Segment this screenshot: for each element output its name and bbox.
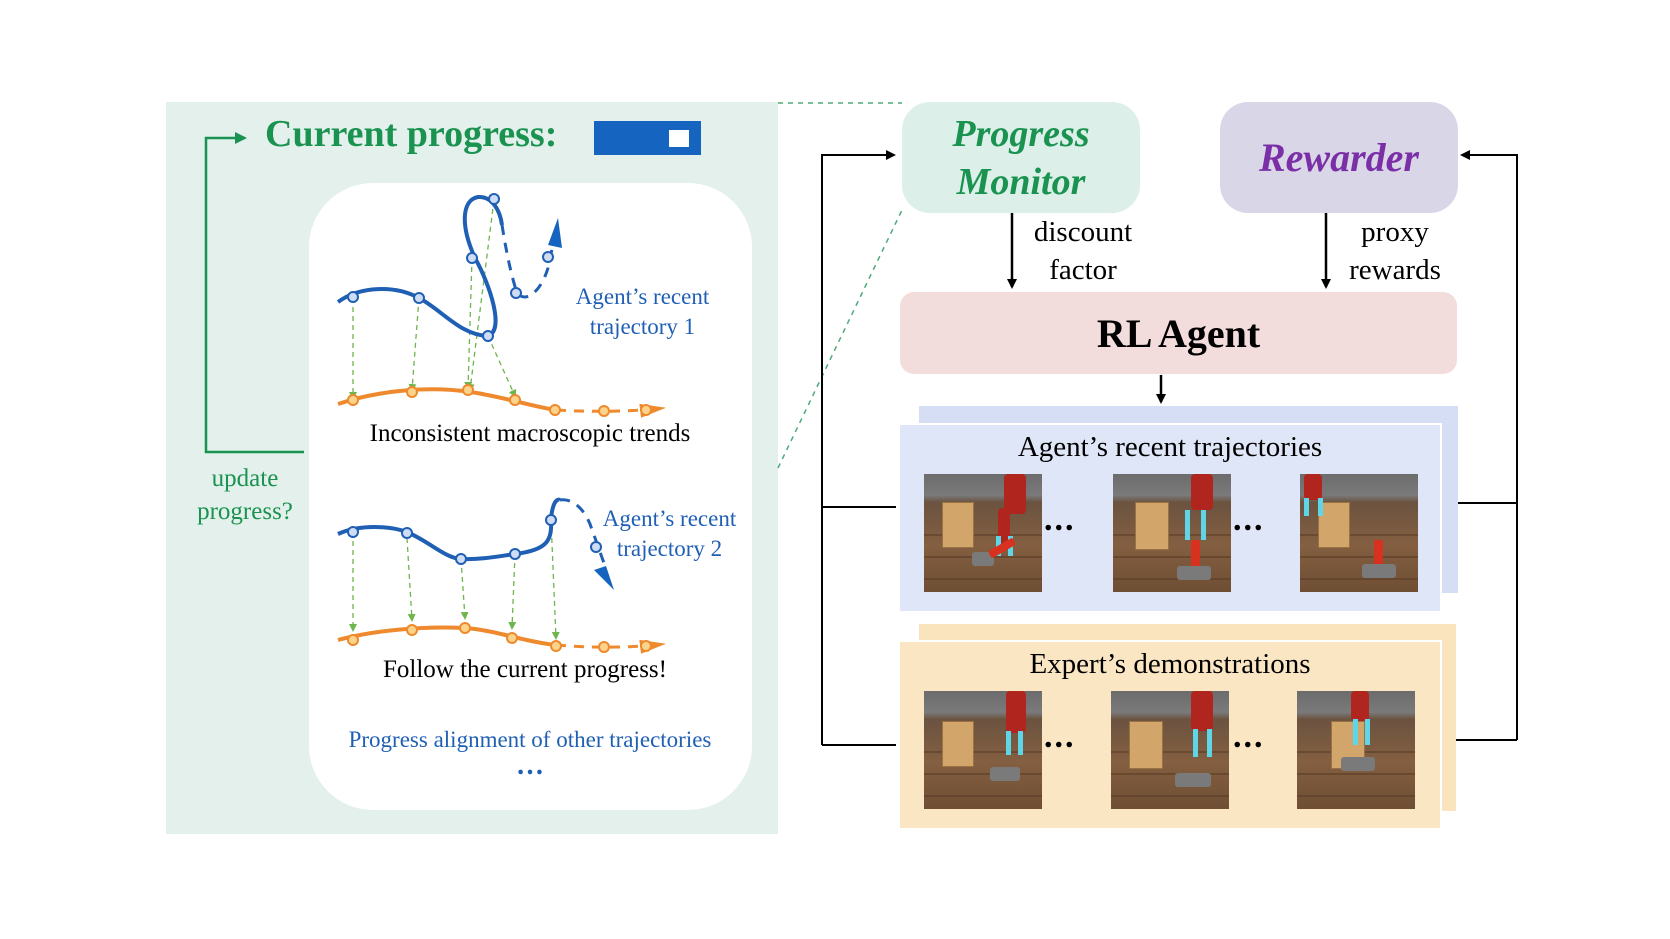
proxy-rewards-label: proxy rewards <box>1349 216 1441 286</box>
current-progress-bar <box>594 121 701 155</box>
trajectory-2-label: Agent’s recent trajectory 2 <box>602 506 737 561</box>
trajectory-2-plot <box>337 497 666 654</box>
progress-knob <box>669 130 689 147</box>
discount-factor-label: discount factor <box>1033 216 1133 286</box>
expert-demonstrations-panel: Expert’s demonstrations ... ... <box>898 640 1442 830</box>
rl-agent-node: RL Agent <box>900 292 1457 374</box>
left-loop-line <box>821 150 896 508</box>
rewarder-node: Rewarder <box>1220 102 1458 213</box>
trajectory-1-plot <box>336 193 666 418</box>
zoom-connector-bottom <box>777 209 903 469</box>
update-progress-label: update progress? <box>197 465 293 525</box>
expert-frame-3 <box>1297 691 1415 809</box>
agent-frame-1 <box>924 474 1042 592</box>
agent-frame-3 <box>1300 474 1418 592</box>
current-progress-title: Current progress: <box>265 113 558 155</box>
expert-dots-1: ... <box>1044 718 1076 755</box>
agent-trajectories-panel: Agent’s recent trajectories ... ... <box>898 423 1442 613</box>
caption-follow: Follow the current progress! <box>383 656 667 683</box>
agent-trajectories-title: Agent’s recent trajectories <box>1017 431 1323 463</box>
alignment-note: Progress alignment of other trajectories <box>348 727 712 752</box>
agent-dots-2: ... <box>1233 501 1265 538</box>
caption-inconsistent: Inconsistent macroscopic trends <box>369 420 691 447</box>
expert-dots-2: ... <box>1233 718 1265 755</box>
trajectory-1-label: Agent’s recent trajectory 1 <box>575 284 710 339</box>
agent-dots-1: ... <box>1044 501 1076 538</box>
agent-frame-2 <box>1113 474 1231 592</box>
expert-frame-1 <box>924 691 1042 809</box>
update-loop-line <box>204 132 304 454</box>
alignment-ellipsis: … <box>516 750 544 781</box>
expert-demonstrations-title: Expert’s demonstrations <box>1029 648 1311 680</box>
expert-frame-2 <box>1111 691 1229 809</box>
right-loop-line <box>1448 150 1518 504</box>
progress-monitor-node: Progress Monitor <box>902 102 1140 213</box>
